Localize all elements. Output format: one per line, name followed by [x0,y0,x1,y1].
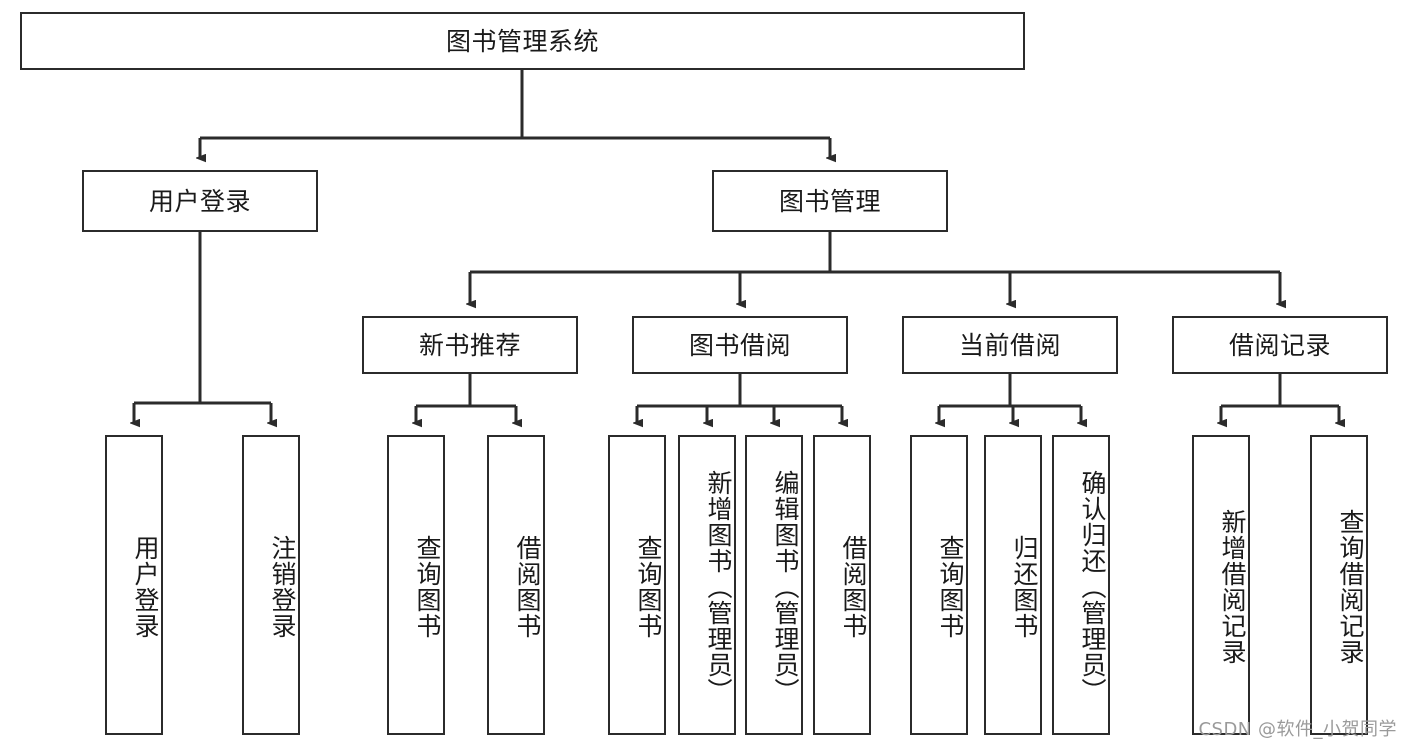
node-current-borrow[interactable]: 当前借阅 [902,316,1118,374]
node-leaf-return-book-label: 归还图书 [1010,535,1039,639]
node-leaf-add-borrow-record-label: 新增借阅记录 [1218,509,1247,665]
node-borrow-records[interactable]: 借阅记录 [1172,316,1388,374]
node-leaf-query-borrow-record[interactable]: 查询借阅记录 [1310,435,1368,735]
node-leaf-query-book-current[interactable]: 查询图书 [910,435,968,735]
node-root[interactable]: 图书管理系统 [20,12,1025,70]
node-leaf-borrow-book-recommend[interactable]: 借阅图书 [487,435,545,735]
node-leaf-return-book[interactable]: 归还图书 [984,435,1042,735]
node-leaf-add-borrow-record[interactable]: 新增借阅记录 [1192,435,1250,735]
node-root-label: 图书管理系统 [445,26,599,56]
node-borrow-records-label: 借阅记录 [1228,330,1331,360]
node-leaf-query-book-borrow[interactable]: 查询图书 [608,435,666,735]
node-leaf-confirm-return-admin[interactable]: 确认归还（管理员） [1052,435,1110,735]
node-leaf-logout-label: 注销登录 [268,535,297,639]
node-leaf-edit-book-admin-label: 编辑图书（管理员） [771,470,800,704]
node-book-borrow[interactable]: 图书借阅 [632,316,848,374]
watermark: CSDN @软件_小贺同学 [1198,719,1397,740]
node-leaf-add-book-admin-label: 新增图书（管理员） [704,470,733,704]
node-leaf-edit-book-admin[interactable]: 编辑图书（管理员） [745,435,803,735]
node-book-management[interactable]: 图书管理 [712,170,948,232]
node-leaf-confirm-return-admin-label: 确认归还（管理员） [1078,470,1107,704]
node-new-book-recommend[interactable]: 新书推荐 [362,316,578,374]
node-leaf-user-login-label: 用户登录 [131,535,160,639]
node-leaf-query-book-borrow-label: 查询图书 [634,535,663,639]
node-user-login-label: 用户登录 [148,186,251,216]
node-user-login[interactable]: 用户登录 [82,170,318,232]
node-book-borrow-label: 图书借阅 [688,330,791,360]
node-leaf-borrow-book-recommend-label: 借阅图书 [513,535,542,639]
node-leaf-user-login[interactable]: 用户登录 [105,435,163,735]
node-leaf-add-book-admin[interactable]: 新增图书（管理员） [678,435,736,735]
node-leaf-borrow-book[interactable]: 借阅图书 [813,435,871,735]
node-new-book-recommend-label: 新书推荐 [418,330,521,360]
node-leaf-query-book-recommend[interactable]: 查询图书 [387,435,445,735]
node-leaf-logout[interactable]: 注销登录 [242,435,300,735]
node-leaf-borrow-book-label: 借阅图书 [839,535,868,639]
node-leaf-query-borrow-record-label: 查询借阅记录 [1336,509,1365,665]
node-leaf-query-book-recommend-label: 查询图书 [413,535,442,639]
node-book-management-label: 图书管理 [778,186,881,216]
node-leaf-query-book-current-label: 查询图书 [936,535,965,639]
node-current-borrow-label: 当前借阅 [958,330,1061,360]
